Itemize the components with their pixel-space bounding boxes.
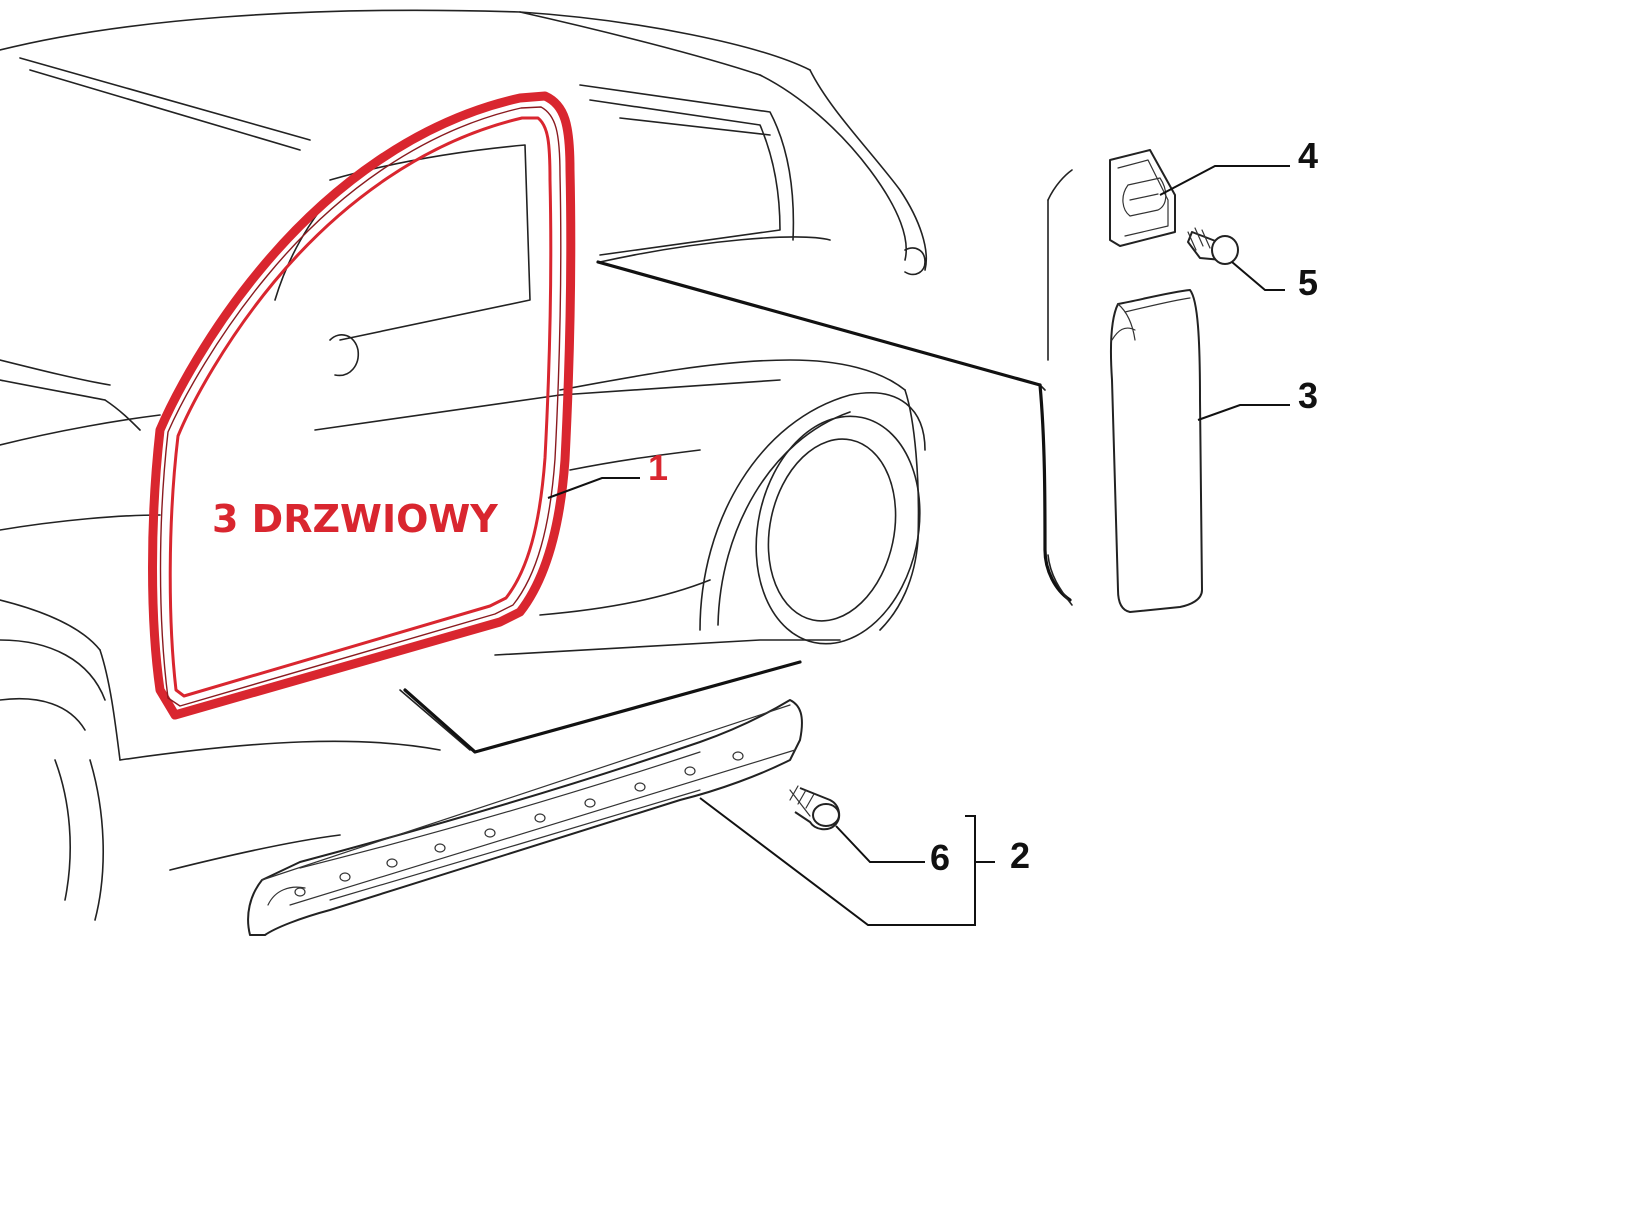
- bracket-part-4: [1109, 149, 1176, 247]
- rear-trim-part-3: [1109, 289, 1203, 613]
- door-seal-part-1: [148, 91, 576, 720]
- door-count-annotation: 3 DRZWIOWY: [212, 497, 498, 541]
- sill-moulding-part-2: [247, 699, 803, 936]
- callout-3: 3: [1298, 375, 1318, 416]
- callout-2: 2: [1010, 835, 1030, 876]
- callout-6: 6: [930, 837, 950, 878]
- sill-screw-part-6: [789, 785, 841, 831]
- callout-1: 1: [648, 447, 668, 488]
- sill-clip-holes: [294, 751, 744, 897]
- callout-5: 5: [1298, 262, 1318, 303]
- callout-4: 4: [1298, 135, 1318, 176]
- door-seal-outer: [148, 91, 576, 720]
- leader-lines: [547, 165, 1290, 926]
- door-seal-inner: [168, 116, 553, 698]
- screw-part-5: [1187, 227, 1239, 265]
